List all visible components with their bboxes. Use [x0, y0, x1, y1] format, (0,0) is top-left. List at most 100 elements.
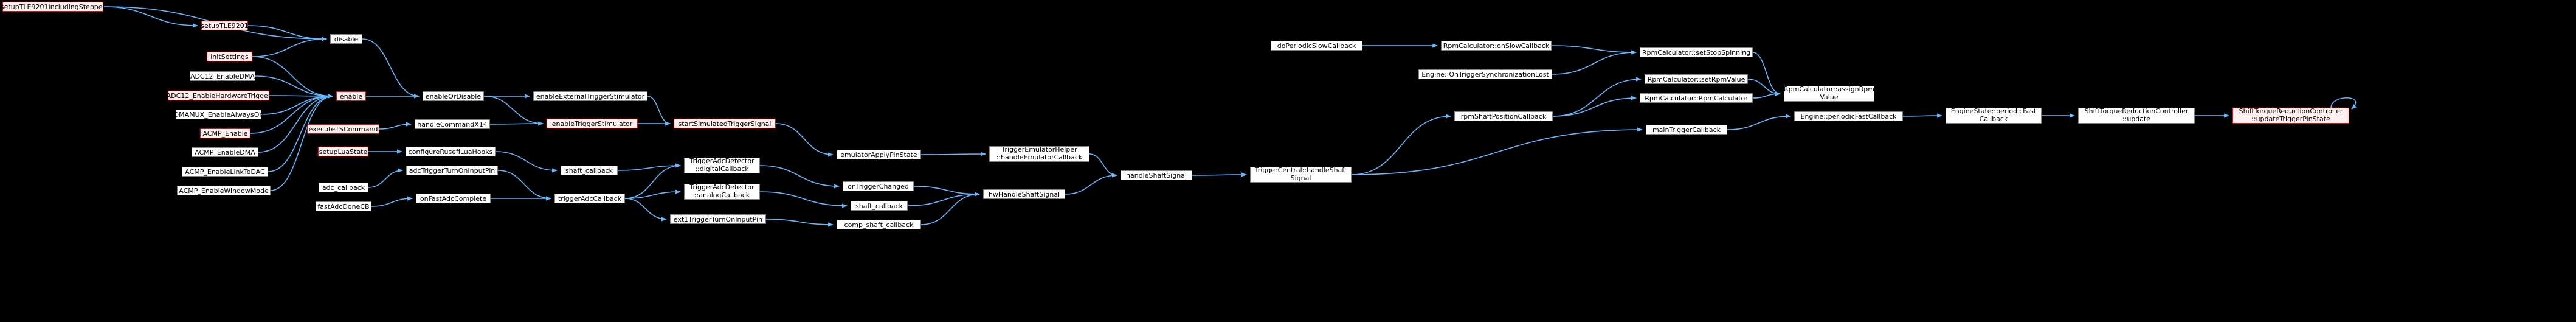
graph-node-n31[interactable]: shaft_callback	[851, 201, 908, 211]
graph-node-n42[interactable]: RpmCalculator::RpmCalculator	[1640, 93, 1753, 103]
graph-edge-n24-n26	[624, 163, 681, 199]
graph-node-n32[interactable]: comp_shaft_callback	[837, 220, 921, 229]
graph-node-label: mainTriggerCallback	[1652, 125, 1721, 134]
graph-node-n34[interactable]: hwHandleShaftSignal	[983, 189, 1065, 199]
graph-node-n10[interactable]: ACMP_EnableWindowMode	[177, 186, 271, 195]
graph-node-label: configureRusefiLuaHooks	[408, 147, 493, 156]
graph-node-label: ACMP_EnableLinkToDAC	[185, 167, 265, 176]
graph-node-n15[interactable]: fastAdcDoneCB	[316, 201, 371, 211]
graph-node-label: TriggerEmulatorHelper::handleEmulatorCal…	[996, 145, 1083, 161]
graph-node-n0[interactable]: setupTLE9201IncludingStepper	[1, 2, 105, 12]
graph-edge-n3-n2	[252, 37, 327, 57]
graph-node-label: triggerAdcCallback	[558, 194, 622, 203]
graph-edge-n6-n11	[261, 94, 333, 115]
graph-node-label: fastAdcDoneCB	[317, 202, 370, 211]
graph-node-n7[interactable]: ACMP_Enable	[200, 128, 250, 138]
graph-edge-n42-n43	[1752, 91, 1781, 99]
graph-node-n16[interactable]: enableOrDisable	[423, 91, 484, 101]
graph-node-label: ACMP_EnableWindowMode	[179, 186, 269, 195]
graph-edge-n44-n42	[1552, 96, 1637, 117]
graph-node-label: setupTLE9201IncludingStepper	[0, 2, 106, 11]
graph-node-n25[interactable]: startSimulatedTriggerSignal	[674, 119, 776, 128]
graph-node-label: TriggerAdcDetector::analogCallback	[689, 183, 754, 199]
graph-node-n48[interactable]: ShiftTorqueReductionController::update	[2078, 107, 2195, 124]
graph-node-label: disable	[334, 35, 359, 43]
graph-node-label: adc_callback	[322, 183, 365, 192]
graph-node-label: setupTLE9201	[201, 21, 249, 30]
graph-node-label: RpmCalculator::onSlowCallback	[1443, 41, 1550, 50]
graph-edge-n38-n40	[1551, 45, 1637, 55]
graph-node-label: handleCommandX14	[417, 120, 488, 128]
graph-node-n21[interactable]: enableExternalTriggerStimulator	[533, 91, 647, 101]
graph-node-n18[interactable]: configureRusefiLuaHooks	[406, 147, 496, 156]
graph-edge-n45-n46	[1727, 114, 1791, 130]
graph-node-n44[interactable]: rpmShaftPositionCallback	[1454, 111, 1553, 121]
graph-edge-n34-n35	[1065, 173, 1117, 195]
graph-node-label: enableExternalTriggerStimulator	[536, 92, 645, 100]
graph-node-label: enableTriggerStimulator	[551, 119, 633, 128]
graph-edge-n36-n44	[1351, 114, 1451, 175]
graph-node-n26[interactable]: TriggerAdcDetector::digitalCallback	[684, 157, 760, 173]
graph-node-label: rpmShaftPositionCallback	[1460, 112, 1547, 121]
graph-node-n29[interactable]: emulatorApplyPinState	[837, 150, 921, 159]
graph-node-label: enableOrDisable	[425, 92, 482, 100]
graph-node-n5[interactable]: ADC12_EnableHardwareTrigger	[167, 91, 271, 100]
graph-edge-n44-n41	[1552, 77, 1642, 117]
graph-edge-n0-n1	[103, 6, 198, 28]
graph-node-label: enable	[339, 92, 363, 100]
graph-node-n20[interactable]: onFastAdcComplete	[416, 194, 491, 203]
graph-node-n19[interactable]: adcTriggerTurnOnInputPin	[406, 166, 498, 175]
graph-edge-n26-n30	[759, 165, 840, 189]
graph-node-n40[interactable]: RpmCalculator::setStopSpinning	[1640, 47, 1753, 57]
graph-node-n8[interactable]: ACMP_EnableDMA	[192, 147, 258, 157]
graph-node-label: setupLuaState	[319, 147, 368, 156]
graph-edge-n29-n33	[920, 152, 986, 156]
graph-node-n22[interactable]: enableTriggerStimulator	[547, 119, 638, 128]
graph-node-n12[interactable]: executeTSCommand	[307, 124, 379, 134]
graph-node-n6[interactable]: DMAMUX_EnableAlwaysOn	[174, 110, 263, 119]
graph-node-n13[interactable]: setupLuaState	[318, 147, 368, 156]
graph-edge-n18-n23	[495, 151, 558, 173]
graph-node-n4[interactable]: ADC12_EnableDMA	[190, 71, 255, 81]
graph-node-n37[interactable]: doPeriodicSlowCallback	[1271, 41, 1362, 51]
graph-node-n24[interactable]: triggerAdcCallback	[554, 194, 625, 203]
graph-node-n30[interactable]: onTriggerChanged	[843, 181, 914, 191]
graph-node-n45[interactable]: mainTriggerCallback	[1646, 125, 1727, 135]
graph-node-n17[interactable]: handleCommandX14	[415, 119, 490, 129]
graph-edge-n12-n17	[379, 122, 412, 130]
graph-node-n27[interactable]: TriggerAdcDetector::analogCallback	[684, 183, 760, 200]
graph-node-n3[interactable]: initSettings	[207, 52, 252, 61]
graph-node-n35[interactable]: handleShaftSignal	[1121, 170, 1192, 180]
graph-edge-n14-n19	[368, 168, 403, 188]
graph-edge-n31-n34	[907, 192, 980, 206]
graph-node-n11[interactable]: enable	[336, 91, 366, 101]
graph-edge-n32-n34	[920, 192, 980, 225]
graph-node-label: onFastAdcComplete	[420, 194, 487, 203]
graph-node-label: doPeriodicSlowCallback	[1277, 41, 1356, 50]
graph-node-label: ShiftTorqueReductionController::updateTr…	[2239, 107, 2343, 123]
graph-node-n2[interactable]: disable	[330, 34, 362, 44]
graph-node-label: RpmCalculator::RpmCalculator	[1645, 94, 1748, 102]
graph-node-n1[interactable]: setupTLE9201	[201, 21, 249, 30]
graph-node-n9[interactable]: ACMP_EnableLinkToDAC	[182, 167, 268, 177]
graph-node-n46[interactable]: Engine::periodicFastCallback	[1794, 111, 1903, 121]
graph-edge-n39-n40	[1552, 50, 1637, 75]
graph-edge-n21-n25	[647, 96, 671, 126]
graph-node-n28[interactable]: ext1TriggerTurnOnInputPin	[670, 214, 766, 224]
graph-node-label: shaft_callback	[565, 166, 613, 175]
graph-edge-n41-n43	[1747, 79, 1781, 96]
graph-node-n39[interactable]: Engine::OnTriggerSynchronizationLost	[1418, 69, 1552, 79]
graph-node-n33[interactable]: TriggerEmulatorHelper::handleEmulatorCal…	[989, 145, 1089, 162]
graph-node-n49[interactable]: ShiftTorqueReductionController::updateTr…	[2232, 107, 2349, 124]
graph-node-n14[interactable]: adc_callback	[319, 183, 368, 192]
graph-node-label: Engine::periodicFastCallback	[1800, 112, 1897, 121]
graph-node-n38[interactable]: RpmCalculator::onSlowCallback	[1441, 41, 1552, 51]
graph-node-n23[interactable]: shaft_callback	[561, 166, 618, 175]
graph-node-label: emulatorApplyPinState	[840, 150, 917, 159]
graph-node-n41[interactable]: RpmCalculator::setRpmValue	[1645, 74, 1748, 84]
